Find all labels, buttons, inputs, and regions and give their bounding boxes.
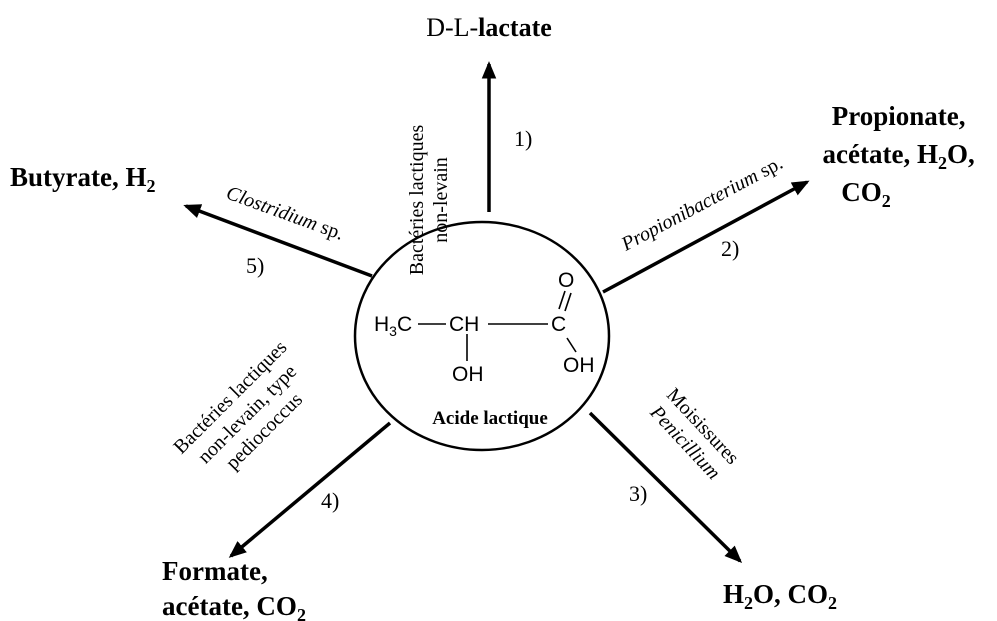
number-2: 2) bbox=[721, 236, 739, 261]
double-bond-c-o-b bbox=[564, 292, 572, 312]
arrow-4-formate bbox=[228, 421, 392, 558]
formula-o: O bbox=[558, 269, 574, 292]
organism-3: Moisissures Penicillium bbox=[645, 384, 743, 484]
organism-5: Clostridium sp. bbox=[223, 182, 346, 245]
organism-4: Bactéries lactiques non-levain, type ped… bbox=[169, 336, 307, 474]
arrow-5-butyrate bbox=[183, 204, 373, 278]
number-5: 5) bbox=[246, 253, 264, 278]
organism-1: Bactéries lactiques non-levain bbox=[406, 125, 452, 276]
formula-c: C bbox=[551, 313, 566, 336]
svg-text:non-levain: non-levain bbox=[430, 157, 452, 243]
formula-oh-right: OH bbox=[563, 354, 595, 377]
center-name: Acide lactique bbox=[432, 408, 548, 429]
svg-text:Bactéries lactiques: Bactéries lactiques bbox=[406, 125, 428, 276]
product-4: Formate, acétate, CO2 bbox=[162, 556, 306, 621]
product-2: Propionate, acétate, H2O, CO2 bbox=[823, 101, 982, 211]
number-1: 1) bbox=[514, 126, 532, 151]
number-3: 3) bbox=[629, 481, 647, 506]
lactic-acid-structure: H3C CH C OH O OH bbox=[374, 269, 595, 386]
formula-oh-bottom: OH bbox=[452, 363, 484, 386]
number-4: 4) bbox=[321, 488, 339, 513]
product-5: Butyrate, H2 bbox=[10, 162, 155, 196]
product-3: H2O, CO2 bbox=[723, 579, 837, 613]
bond-c-oh bbox=[566, 337, 577, 353]
lactic-acid-circle bbox=[353, 220, 611, 452]
arrow-2-propionate bbox=[602, 180, 810, 294]
arrow-3-water-co2 bbox=[588, 411, 743, 564]
formula-h3c: H3C bbox=[374, 313, 412, 339]
double-bond-c-o-a bbox=[558, 290, 566, 310]
product-1: D-L-lactate bbox=[426, 13, 552, 42]
formula-ch: CH bbox=[449, 313, 479, 336]
